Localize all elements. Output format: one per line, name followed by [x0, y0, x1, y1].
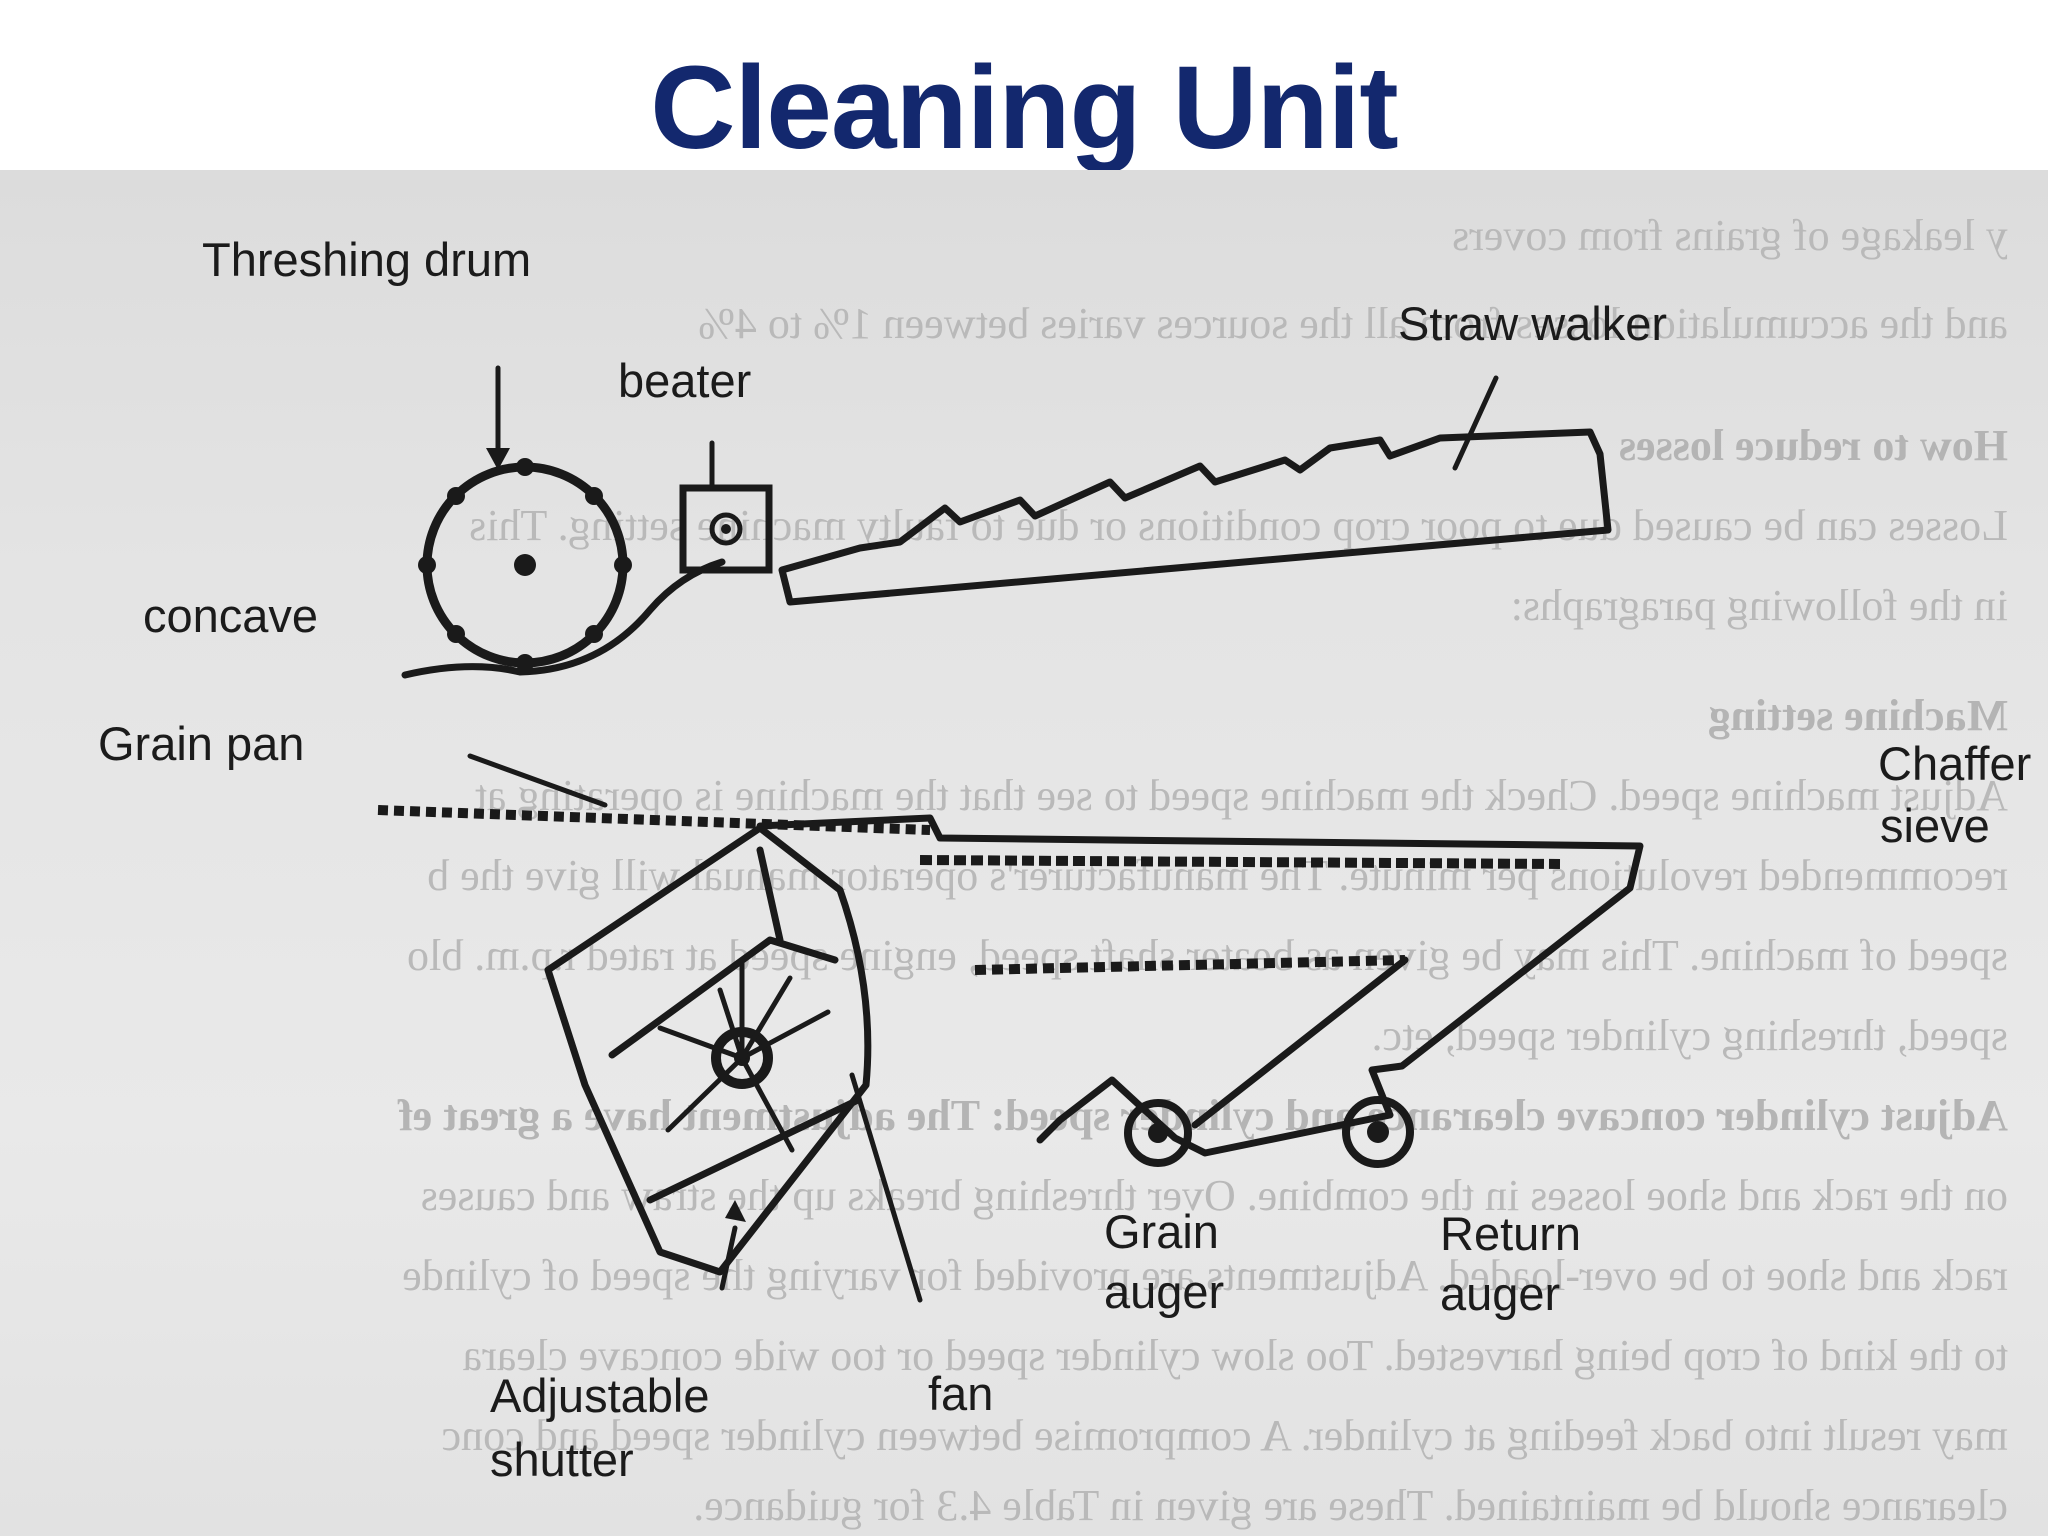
label-threshing-drum: Threshing drum — [202, 233, 531, 286]
beater — [679, 440, 773, 574]
label-adjustable: Adjustable — [490, 1369, 710, 1422]
return-auger — [1342, 1096, 1414, 1168]
straw-walker — [778, 428, 1612, 606]
svg-text:rack and shoe to be over-loade: rack and shoe to be over-loaded. Adjustm… — [402, 1251, 2008, 1300]
svg-text:clearance should be maintained: clearance should be maintained. These ar… — [693, 1481, 2008, 1530]
grain-pan — [377, 805, 931, 835]
grain-auger — [1124, 1099, 1192, 1167]
svg-text:How to reduce losses: How to reduce losses — [1619, 421, 2008, 470]
label-straw-walker: Straw walker — [1398, 297, 1667, 350]
combine-cleaning-diagram: y leakage of grains from covers and the … — [98, 211, 2031, 1530]
svg-text:Machine setting: Machine setting — [1709, 691, 2008, 740]
label-return-auger: auger — [1440, 1267, 1560, 1320]
svg-text:in the following paragraphs:: in the following paragraphs: — [1511, 581, 2008, 630]
shoe-housing — [756, 814, 1644, 1157]
svg-text:may result into back feeding a: may result into back feeding at cylinder… — [442, 1411, 2008, 1460]
straw-walker-pointer — [1452, 375, 1499, 471]
svg-text:Adjust machine speed. Check th: Adjust machine speed. Check the machine … — [475, 771, 2008, 820]
shutter-arrowhead — [725, 1200, 746, 1222]
lower-sieve — [974, 955, 1406, 975]
svg-text:to the kind of crop being harv: to the kind of crop being harvested. Too… — [463, 1331, 2008, 1380]
label-chaffer: Chaffer — [1878, 737, 2031, 790]
svg-text:speed of machine. This may be: speed of machine. This may be given as b… — [407, 931, 2008, 980]
diagram-photo: y leakage of grains from covers and the … — [0, 170, 2048, 1536]
shutter-pointer — [719, 1225, 738, 1291]
svg-text:speed, threshing cylinder spee: speed, threshing cylinder speed, etc. — [1371, 1011, 2008, 1060]
drum-arrowhead — [486, 448, 510, 470]
label-fan: fan — [928, 1367, 993, 1420]
svg-text:and the accumulation losses fr: and the accumulation losses from all the… — [698, 299, 2008, 348]
slide-title: Cleaning Unit — [650, 42, 1398, 174]
label-sieve: sieve — [1880, 799, 1990, 852]
label-grain: Grain — [1104, 1205, 1219, 1258]
bleed-through-text: y leakage of grains from covers and the … — [397, 211, 2008, 1530]
label-shutter: shutter — [490, 1433, 634, 1486]
label-grain-pan: Grain pan — [98, 717, 304, 770]
concave — [401, 558, 726, 679]
svg-text:y leakage of grains from cover: y leakage of grains from covers — [1452, 211, 2008, 260]
shoe-divider — [1191, 956, 1409, 1129]
grain-pan-pointer — [467, 753, 608, 808]
fan — [657, 957, 831, 1153]
label-grain-auger: auger — [1104, 1265, 1224, 1318]
fan-pointer — [849, 1072, 923, 1303]
label-beater: beater — [618, 354, 751, 407]
chaffer-sieve — [919, 855, 1561, 869]
label-concave: concave — [143, 589, 318, 642]
label-return: Return — [1440, 1207, 1581, 1260]
fan-housing — [544, 824, 872, 1276]
svg-text:Losses can be caused due to po: Losses can be caused due to poor crop co… — [469, 501, 2008, 550]
threshing-drum — [418, 458, 632, 672]
